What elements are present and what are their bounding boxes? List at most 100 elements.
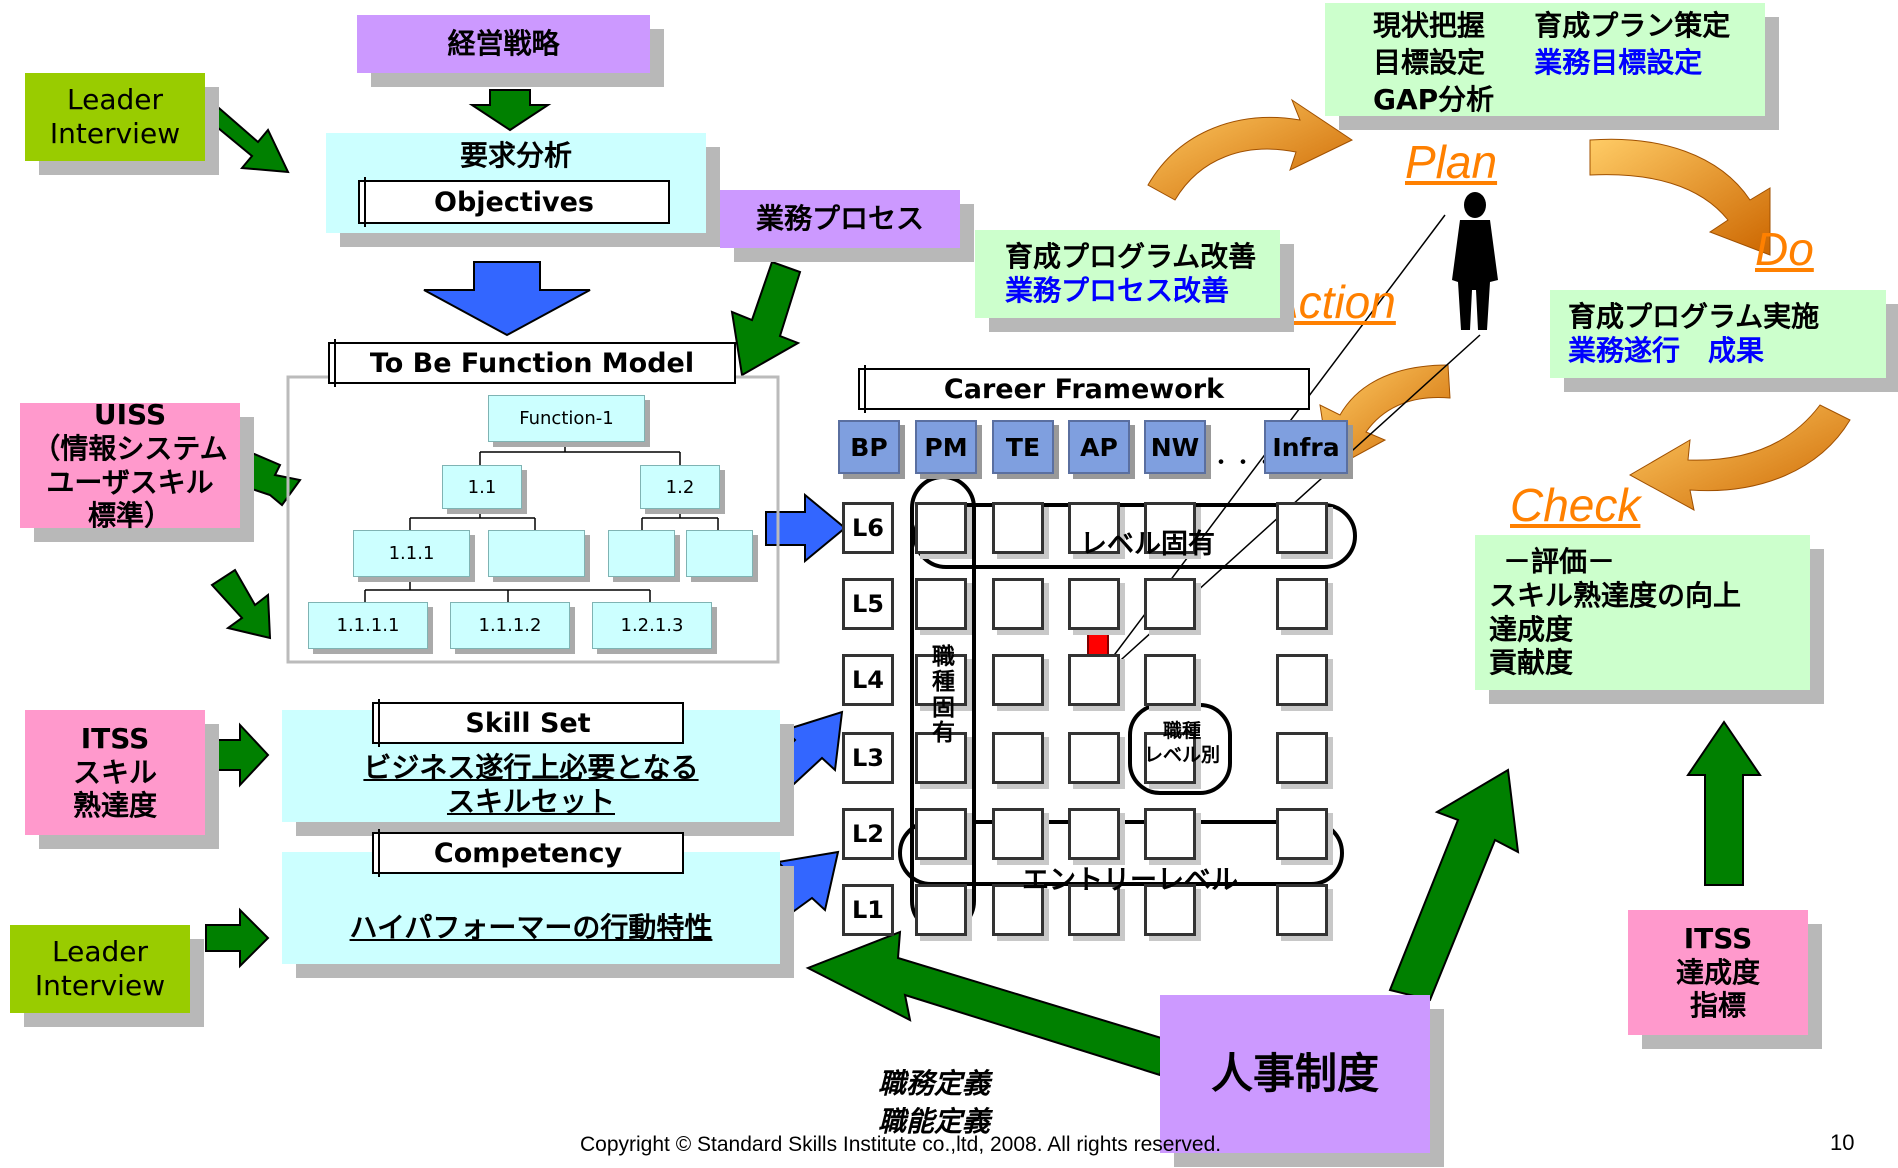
shokuno-label: 職能定義 bbox=[878, 1105, 991, 1138]
green-arrow-itss-up bbox=[1686, 720, 1762, 886]
role-bp: BP bbox=[838, 420, 900, 474]
job-level-line-1: 職種 bbox=[1163, 720, 1202, 742]
tree-node-blank-b bbox=[608, 530, 675, 577]
keiei-senryaku-box: 経営戦略 bbox=[357, 15, 650, 73]
framework-cell bbox=[992, 732, 1044, 784]
itss-skill-line-3: 熟達度 bbox=[72, 789, 157, 823]
uiss-line-3: ユーザスキル bbox=[46, 465, 214, 499]
action-line-1: 育成プログラム改善 bbox=[1005, 240, 1257, 274]
do-label: Do bbox=[1755, 223, 1814, 275]
entry-level-label: エントリーレベル bbox=[1022, 865, 1238, 896]
framework-cell bbox=[1276, 578, 1328, 630]
plan-line-2: 目標設定 bbox=[1373, 46, 1486, 80]
framework-cell bbox=[915, 884, 967, 936]
gyomu-process-box: 業務プロセス bbox=[720, 190, 960, 248]
plan-label: Plan bbox=[1405, 136, 1498, 188]
check-line-1: －評価－ bbox=[1503, 545, 1616, 579]
role-te: TE bbox=[992, 420, 1054, 474]
level-l6: L6 bbox=[842, 502, 894, 554]
blue-arrow-l6 bbox=[765, 492, 847, 564]
person-silhouette bbox=[1452, 192, 1498, 330]
framework-cell bbox=[915, 578, 967, 630]
framework-cell bbox=[915, 502, 967, 554]
jinji-seido-box: 人事制度 bbox=[1160, 995, 1430, 1153]
itss-achieve-line-3: 指標 bbox=[1689, 989, 1746, 1023]
green-arrow-uiss-down bbox=[210, 568, 272, 640]
plan-box: 現状把握 目標設定 GAP分析 育成プラン策定 業務目標設定 bbox=[1325, 3, 1765, 116]
do-line-1: 育成プログラム実施 bbox=[1568, 300, 1820, 334]
shokumu-label: 職務定義 bbox=[878, 1067, 991, 1100]
level-l5: L5 bbox=[842, 578, 894, 630]
competency-desc: ハイパフォーマーの行動特性 bbox=[349, 911, 713, 945]
uiss-line-2: （情報システム bbox=[32, 431, 228, 465]
framework-cell bbox=[1144, 654, 1196, 706]
check-line-3: 達成度 bbox=[1489, 612, 1574, 646]
plan-right-2: 業務目標設定 bbox=[1534, 46, 1703, 80]
job-level-label: 職種 レベル別 bbox=[1144, 720, 1220, 768]
framework-cell bbox=[1068, 884, 1120, 936]
framework-cell bbox=[1068, 732, 1120, 784]
framework-cell bbox=[1068, 808, 1120, 860]
framework-cell bbox=[1144, 732, 1196, 784]
check-box: －評価－ スキル熟達度の向上 達成度 貢献度 bbox=[1475, 535, 1810, 690]
framework-cell bbox=[1276, 732, 1328, 784]
framework-cell bbox=[992, 578, 1044, 630]
tree-node-1-2: 1.2 bbox=[640, 465, 720, 509]
page-number: 10 bbox=[1830, 1130, 1855, 1155]
framework-cell bbox=[1276, 884, 1328, 936]
itss-achieve-box: ITSS 達成度 指標 bbox=[1628, 910, 1808, 1035]
level-l4: L4 bbox=[842, 654, 894, 706]
leader-interview-top-box: Leader Interview bbox=[25, 73, 205, 161]
role-infra: Infra bbox=[1264, 420, 1348, 474]
tree-node-1-1-1-1: 1.1.1.1 bbox=[308, 602, 428, 649]
framework-cell bbox=[1144, 578, 1196, 630]
skill-set-box: ビジネス遂行上必要となる スキルセット bbox=[282, 710, 780, 822]
career-framework-scroll: Career Framework bbox=[858, 365, 1310, 413]
yokyu-bunseki-label: 要求分析 bbox=[459, 139, 572, 172]
uiss-line-1: UISS bbox=[93, 398, 167, 432]
plan-line-1: 現状把握 bbox=[1373, 9, 1486, 42]
tree-node-1-2-1-3: 1.2.1.3 bbox=[592, 602, 712, 649]
skill-set-desc-1: ビジネス遂行上必要となる bbox=[363, 751, 699, 785]
green-arrow-itss bbox=[207, 722, 270, 788]
framework-cell bbox=[992, 654, 1044, 706]
competency-scroll: Competency bbox=[372, 829, 684, 877]
framework-cell bbox=[1276, 502, 1328, 554]
framework-cell bbox=[1068, 502, 1120, 554]
itss-skill-line-2: スキル bbox=[72, 755, 157, 789]
role-nw: NW bbox=[1144, 420, 1206, 474]
plan-line-3: GAP分析 bbox=[1373, 83, 1495, 117]
uiss-line-4: 標準） bbox=[87, 499, 172, 533]
to-be-model-scroll: To Be Function Model bbox=[328, 339, 736, 387]
leader-interview-bottom-box: Leader Interview bbox=[10, 925, 190, 1013]
do-line-2: 業務遂行 成果 bbox=[1568, 334, 1765, 367]
job-specific-label: 職種固有 bbox=[932, 644, 955, 746]
uiss-box: UISS （情報システム ユーザスキル 標準） bbox=[20, 398, 240, 532]
action-label: Action bbox=[1268, 276, 1396, 328]
tree-connectors bbox=[364, 440, 719, 602]
objectives-scroll: Objectives bbox=[358, 177, 670, 227]
orange-arrow-action-plan bbox=[1147, 98, 1354, 201]
tree-node-root: Function-1 bbox=[488, 395, 645, 442]
framework-cell bbox=[1068, 578, 1120, 630]
down-arrow-keiei bbox=[468, 89, 552, 132]
framework-cell bbox=[1144, 884, 1196, 936]
framework-cell bbox=[992, 502, 1044, 554]
itss-achieve-line-1: ITSS bbox=[1683, 922, 1753, 956]
framework-cell bbox=[1144, 808, 1196, 860]
tree-node-blank-a bbox=[488, 530, 585, 577]
tree-node-blank-c bbox=[686, 530, 753, 577]
copyright-text: Copyright © Standard Skills Institute co… bbox=[580, 1133, 1222, 1156]
level-l1: L1 bbox=[842, 884, 894, 936]
level-l3: L3 bbox=[842, 732, 894, 784]
role-pm: PM bbox=[915, 420, 977, 474]
tree-node-1-1-1: 1.1.1 bbox=[353, 530, 470, 577]
check-label: Check bbox=[1510, 479, 1641, 531]
green-arrow-leader-bottom bbox=[205, 907, 270, 969]
framework-cell bbox=[915, 808, 967, 860]
green-arrow-process bbox=[730, 260, 802, 377]
blue-arrow-skillset bbox=[758, 710, 844, 797]
skill-set-scroll: Skill Set bbox=[372, 699, 684, 747]
framework-cell bbox=[1068, 654, 1120, 706]
ellipse-entry-level bbox=[898, 820, 1344, 886]
